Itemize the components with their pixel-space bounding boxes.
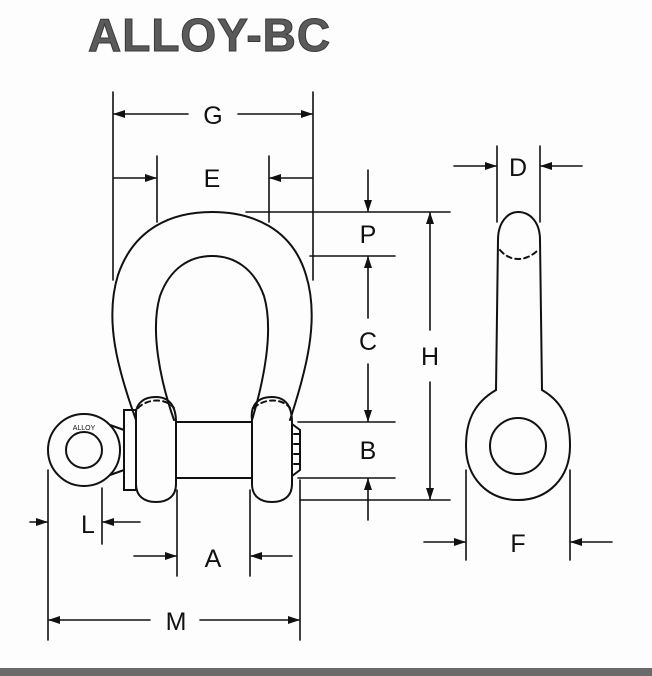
shackle-front-view — [47, 210, 313, 504]
shackle-left-ear — [134, 395, 177, 504]
bottom-frame-bar — [0, 668, 652, 676]
shackle-right-ear — [250, 395, 293, 504]
dimension-labels: G E D P C H B A L M F — [81, 102, 527, 636]
shackle-bow-inner — [155, 254, 270, 421]
dim-label-e: E — [204, 165, 221, 193]
dimension-arrows — [29, 110, 613, 624]
dim-label-b: B — [360, 437, 377, 465]
pin-threaded-end — [291, 423, 301, 477]
dim-label-h: H — [421, 343, 439, 371]
side-view-outline — [464, 210, 572, 502]
dim-label-a: A — [205, 545, 222, 573]
dim-label-m: M — [166, 608, 187, 636]
shackle-side-view — [464, 210, 572, 502]
dim-label-d: D — [509, 154, 527, 182]
pin-head-stamp: ALLOY — [73, 425, 96, 432]
dim-label-f: F — [510, 530, 525, 558]
dim-label-g: G — [203, 102, 222, 130]
diagram-title: ALLOY-BC — [87, 9, 332, 62]
pin-collar — [123, 409, 137, 491]
pin-head-hole — [65, 431, 103, 469]
dim-label-c: C — [359, 328, 377, 356]
side-view-hole — [489, 417, 547, 475]
dim-label-p: P — [360, 221, 377, 249]
dim-label-l: L — [81, 511, 95, 539]
pin-head-outer — [47, 413, 121, 487]
extension-lines — [47, 91, 571, 641]
side-view-hidden-pin — [499, 249, 539, 260]
shackle-bow-outer — [111, 210, 313, 421]
